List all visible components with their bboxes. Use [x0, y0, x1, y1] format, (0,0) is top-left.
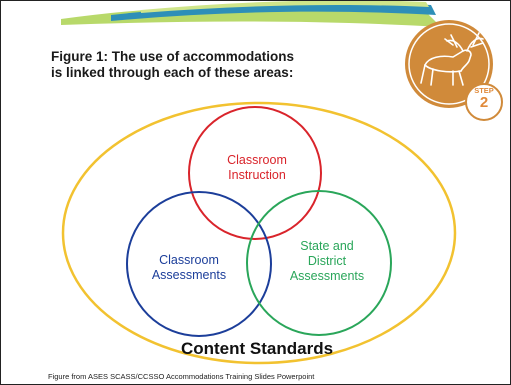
classroom-assessments-line2: Assessments — [151, 268, 227, 282]
content-standards-label: Content Standards — [180, 339, 334, 358]
step-word: STEP — [474, 86, 494, 95]
step-badge: STEP 2 — [464, 86, 504, 111]
header-swoosh — [61, 1, 441, 28]
classroom-instruction-line1: Classroom — [227, 153, 287, 167]
state-district-line3: Assessments — [289, 269, 365, 283]
figure-title: Figure 1: The use of accommodations is l… — [51, 49, 381, 81]
classroom-instruction-line2: Instruction — [228, 168, 286, 182]
classroom-assessments-circle — [126, 191, 272, 337]
figure-title-line1: Figure 1: The use of accommodations — [51, 49, 295, 64]
state-district-line2: District — [307, 254, 347, 268]
classroom-instruction-circle — [188, 106, 322, 240]
state-district-assessments-circle — [246, 190, 392, 336]
step-number: 2 — [479, 94, 489, 111]
classroom-assessments-line1: Classroom — [159, 253, 219, 267]
classroom-assessments-label: Classroom Assessments — [141, 253, 237, 283]
state-district-line1: State and — [300, 239, 354, 253]
classroom-instruction-label: Classroom Instruction — [209, 153, 305, 183]
content-standards-ellipse — [61, 101, 457, 365]
figure-title-line2: is linked through each of these areas: — [51, 65, 294, 80]
footnote: Figure from ASES SCASS/CCSSO Accommodati… — [48, 372, 315, 381]
state-district-assessments-label: State and District Assessments — [279, 239, 375, 284]
moose-icon — [405, 20, 503, 121]
